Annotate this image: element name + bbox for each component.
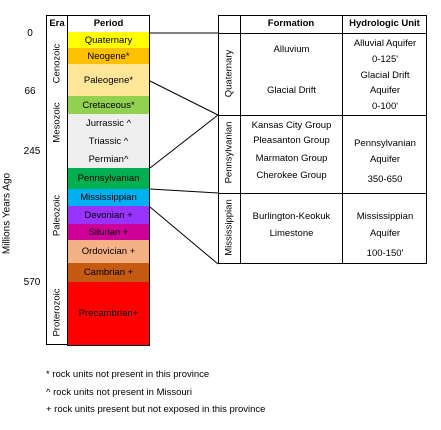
legend-note-caret: ^ rock units not present in Missouri bbox=[46, 387, 192, 398]
formation-burlington-keokuk: Burlington-Keokuk bbox=[252, 211, 331, 222]
unit-pennsylvanian-range: 350-650 bbox=[367, 174, 403, 185]
unit-glacial-drift: Glacial Drift bbox=[360, 70, 410, 81]
group-label-pennsylvanian: Pennsylvanian bbox=[223, 121, 235, 184]
group-label-mississippian: Mississippian bbox=[223, 199, 235, 256]
formation-limestone: Limestone bbox=[269, 228, 314, 239]
tick-0: 0 bbox=[27, 28, 33, 39]
unit-mississippian-range: 100-150' bbox=[366, 248, 404, 259]
formation-table bbox=[218, 15, 427, 264]
period-header: Period bbox=[93, 18, 124, 29]
era-header: Era bbox=[49, 18, 65, 29]
legend-note-plus: + rock units present but not exposed in … bbox=[46, 404, 266, 415]
tick-245: 245 bbox=[23, 146, 41, 157]
formation-alluvium: Alluvium bbox=[273, 44, 310, 55]
unit-glacial-aquifer: Aquifer bbox=[369, 85, 401, 96]
formation-pleasanton: Pleasanton Group bbox=[253, 135, 330, 146]
formation-marmaton: Marmaton Group bbox=[255, 153, 328, 164]
tick-66: 66 bbox=[24, 86, 36, 97]
unit-header: Hydrologic Unit bbox=[349, 18, 420, 29]
group-label-quaternary: Quaternary bbox=[223, 49, 235, 98]
period-paleogene: Paleogene* bbox=[67, 64, 150, 97]
formation-glacial-drift: Glacial Drift bbox=[266, 85, 317, 96]
formation-header: Formation bbox=[267, 18, 315, 29]
unit-alluvial-aquifer: Alluvial Aquifer bbox=[353, 38, 417, 49]
period-ordovician: Ordovician + bbox=[67, 240, 150, 264]
unit-pennsylvanian-aquifer: Aquifer bbox=[369, 154, 401, 165]
unit-pennsylvanian: Pennsylvanian bbox=[354, 138, 416, 149]
legend-note-asterisk: * rock units not present in this provinc… bbox=[46, 369, 210, 380]
formation-kansas-city: Kansas City Group bbox=[251, 120, 332, 131]
unit-alluvial-range: 0-125' bbox=[371, 54, 399, 65]
unit-glacial-range: 0-100' bbox=[371, 101, 399, 112]
unit-mississippian: Mississippian bbox=[356, 211, 414, 222]
formation-cherokee: Cherokee Group bbox=[256, 170, 327, 181]
unit-mississippian-aquifer: Aquifer bbox=[369, 228, 401, 239]
tick-570: 570 bbox=[23, 277, 41, 288]
period-precambrian: Precambrian+ bbox=[67, 282, 150, 346]
